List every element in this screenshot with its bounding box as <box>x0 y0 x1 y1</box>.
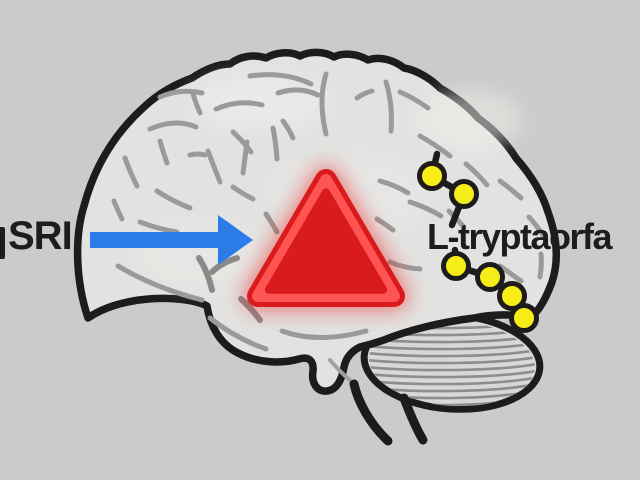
molecule-node <box>475 262 505 292</box>
molecule-chain-top <box>417 150 479 229</box>
molecule-node <box>497 281 527 311</box>
molecule-node <box>509 303 539 333</box>
molecule-node <box>441 251 471 281</box>
sulci-lines <box>111 71 548 352</box>
clipped-letter-fragment <box>0 227 5 259</box>
molecule-node <box>417 161 447 191</box>
molecule-node <box>449 179 479 209</box>
triangle-ring <box>252 174 400 302</box>
brainstem <box>349 379 428 446</box>
right-arrow-icon <box>90 215 253 265</box>
sulcus-line <box>328 358 353 383</box>
tryptophan-label: L-tryptaorfa <box>427 216 613 257</box>
ssri-label: SRI <box>8 214 73 258</box>
molecule-chain-bottom <box>441 246 539 333</box>
sulci-lines-dark <box>196 255 263 323</box>
warning-triangle-icon <box>244 166 408 310</box>
triangle-inner <box>264 188 388 294</box>
